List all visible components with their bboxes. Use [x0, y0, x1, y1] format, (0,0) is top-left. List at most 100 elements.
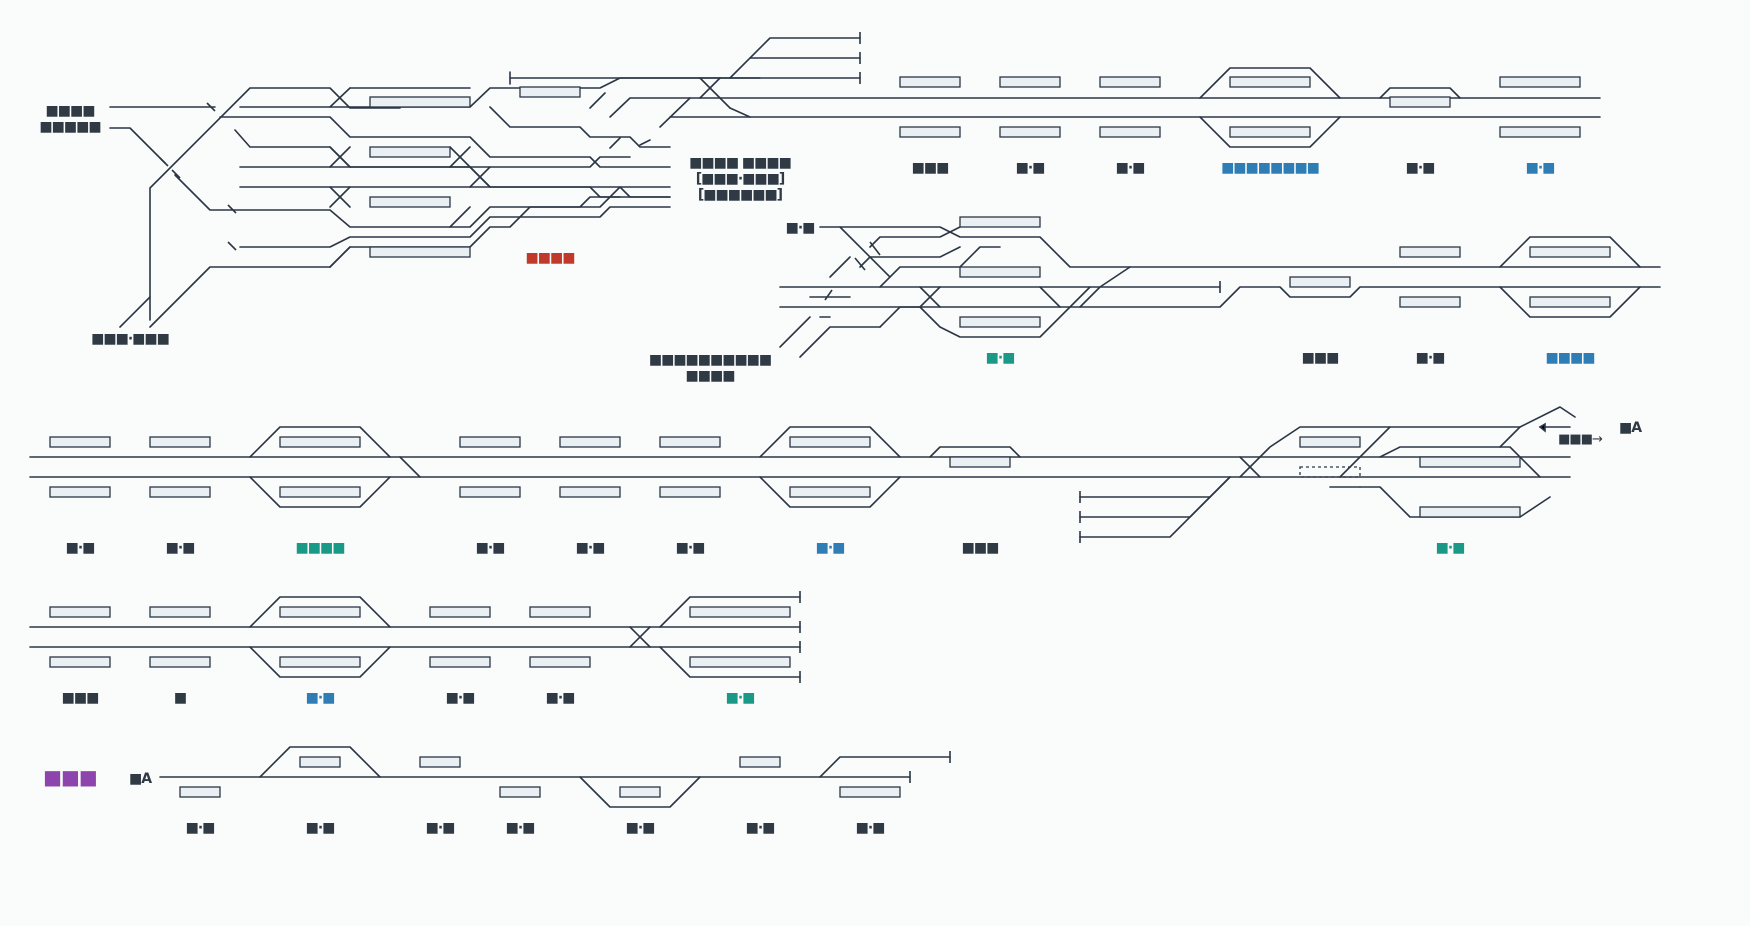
station-label-teal: ■■■■ — [296, 540, 345, 556]
platform — [1099, 76, 1161, 88]
long-label-top: ■■■■■■■■■■ — [649, 352, 771, 368]
platform — [49, 486, 111, 498]
platform — [899, 76, 961, 88]
station-label-blue: ■·■ — [306, 690, 335, 706]
platform — [499, 786, 541, 798]
platform — [279, 606, 361, 618]
platform — [529, 656, 591, 668]
platform — [619, 786, 661, 798]
depot-red-label: ■■■■ — [526, 250, 575, 266]
station-label-blue: ■■■■ — [1546, 350, 1595, 366]
station-label: ■·■ — [1116, 160, 1145, 176]
station-label: ■·■ — [1416, 350, 1445, 366]
station-label-blue: ■·■ — [816, 540, 845, 556]
hub-label-line3: [■■■■■■] — [698, 187, 783, 203]
platform — [279, 486, 361, 498]
station-label: ■·■ — [546, 690, 575, 706]
long-label-bottom: ■■■■ — [686, 368, 735, 384]
platform — [49, 656, 111, 668]
platform — [959, 316, 1041, 328]
platform — [429, 606, 491, 618]
station-label-blue: ■■■■■■■■ — [1221, 160, 1319, 176]
line3-platforms — [49, 436, 1521, 518]
station-label: ■·■ — [186, 820, 215, 836]
station-label-blue: ■·■ — [1526, 160, 1555, 176]
station-label-teal: ■·■ — [726, 690, 755, 706]
exit-label: ■A — [1619, 420, 1642, 436]
platform — [1399, 246, 1461, 258]
platform — [789, 486, 871, 498]
left-junction-platforms — [369, 86, 581, 258]
line1-right-tracks — [509, 32, 1601, 148]
exit-direction-label: ■■■→ — [1558, 432, 1603, 447]
platform — [369, 96, 471, 108]
station-label: ■·■ — [476, 540, 505, 556]
station-label: ■ — [174, 690, 186, 706]
platform — [1419, 456, 1521, 468]
station-label: ■·■ — [426, 820, 455, 836]
station-label: ■·■ — [676, 540, 705, 556]
station-label: ■·■ — [626, 820, 655, 836]
station-label: ■·■ — [1016, 160, 1045, 176]
station-label: ■·■ — [446, 690, 475, 706]
station-label: ■·■ — [856, 820, 885, 836]
platform — [659, 436, 721, 448]
platform — [999, 126, 1061, 138]
platform — [1529, 296, 1611, 308]
hub-label-line1: ■■■■ ■■■■ — [689, 155, 791, 171]
station-label: ■·■ — [306, 820, 335, 836]
platform — [369, 196, 451, 208]
line5-platforms — [179, 756, 901, 798]
platform — [49, 436, 111, 448]
platform — [49, 606, 111, 618]
platform — [149, 436, 211, 448]
station-label-teal: ■·■ — [1436, 540, 1465, 556]
platform — [959, 216, 1041, 228]
platform — [149, 606, 211, 618]
station-label: ■·■ — [66, 540, 95, 556]
platform — [1399, 296, 1461, 308]
platform — [279, 656, 361, 668]
platform — [149, 656, 211, 668]
station-label: ■■■ — [62, 690, 99, 706]
platform — [789, 436, 871, 448]
platform — [179, 786, 221, 798]
platform — [899, 126, 961, 138]
platform — [949, 456, 1011, 468]
line5-tracks — [159, 746, 951, 808]
hub-label-line2: [■■■·■■■] — [696, 171, 785, 187]
platform — [459, 486, 521, 498]
platform — [429, 656, 491, 668]
platform — [1289, 276, 1351, 288]
platform — [559, 486, 621, 498]
platform — [299, 756, 341, 768]
station-label: ■·■ — [746, 820, 775, 836]
platform — [1419, 506, 1521, 518]
line2-tracks — [779, 226, 1661, 358]
station-label: ■·■ — [576, 540, 605, 556]
line-legend-purple: ■■■ — [43, 765, 97, 789]
platform — [1529, 246, 1611, 258]
line1-right-platforms — [899, 76, 1581, 138]
platform — [999, 76, 1061, 88]
platform — [559, 436, 621, 448]
line4-platforms — [49, 606, 791, 668]
platform — [689, 656, 791, 668]
station-label: ■■■ — [962, 540, 999, 556]
station-label: ■·■ — [506, 820, 535, 836]
line3-tracks — [29, 406, 1576, 543]
platform — [689, 606, 791, 618]
platform — [529, 606, 591, 618]
platform — [369, 146, 451, 158]
station-label: ■■■ — [1302, 350, 1339, 366]
platform — [1299, 436, 1361, 448]
station-label: ■■■ — [912, 160, 949, 176]
line2-platforms — [959, 216, 1611, 328]
platform — [149, 486, 211, 498]
depot-label: ■■■·■■■ — [91, 331, 169, 347]
platform — [519, 86, 581, 98]
platform — [1229, 76, 1311, 88]
platform — [1229, 126, 1311, 138]
platform — [1389, 96, 1451, 108]
junction-label-bottom: ■■■■■ — [39, 119, 100, 135]
